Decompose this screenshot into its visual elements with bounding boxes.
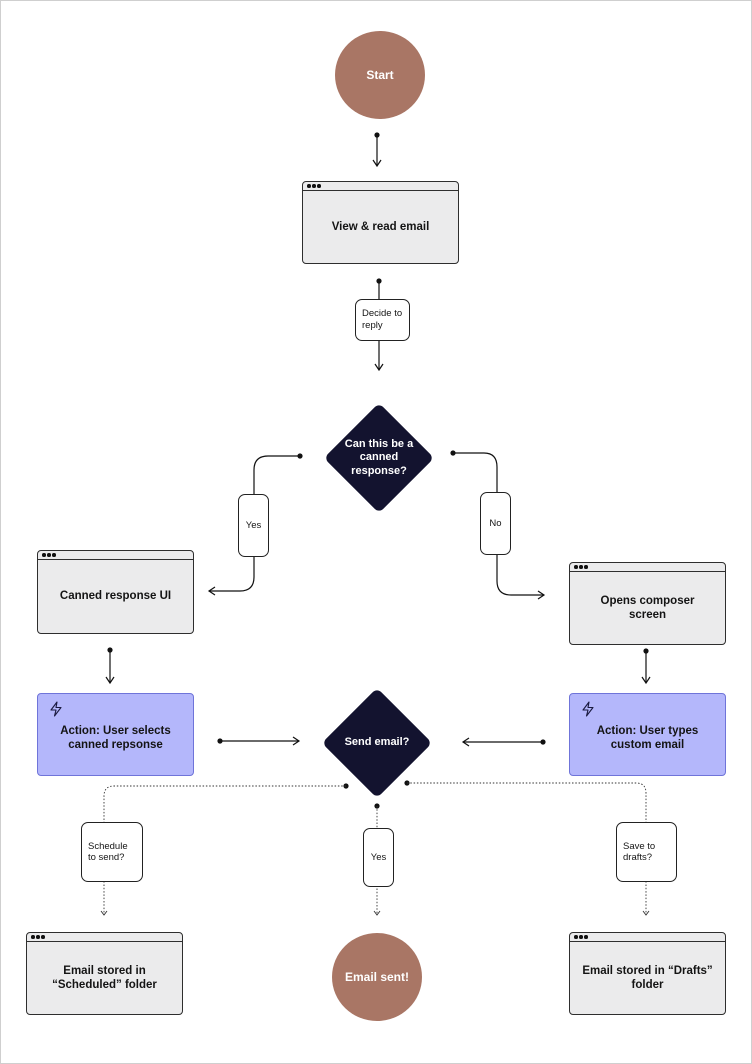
lightning-icon bbox=[582, 701, 594, 717]
yes-canned-label: Yes bbox=[238, 494, 269, 557]
scheduled-label: Email stored in “Scheduled” folder bbox=[52, 965, 157, 991]
window-dots-icon bbox=[574, 565, 588, 569]
start-node: Start bbox=[335, 31, 425, 119]
composer-label: Opens composer screen bbox=[600, 595, 695, 621]
action-canned-label: Action: User selects canned repsonse bbox=[60, 725, 171, 751]
canned-ui-node: Canned response UI bbox=[37, 550, 194, 634]
window-titlebar bbox=[27, 933, 182, 942]
save-drafts-label: Save to drafts? bbox=[616, 822, 677, 882]
schedule-label: Schedule to send? bbox=[81, 822, 143, 882]
action-custom-node: Action: User types custom email bbox=[569, 693, 726, 776]
window-dots-icon bbox=[31, 935, 45, 939]
canned-ui-label: Canned response UI bbox=[59, 590, 172, 603]
email-sent-node: Email sent! bbox=[332, 933, 422, 1021]
action-custom-label: Action: User types custom email bbox=[596, 725, 699, 751]
window-titlebar bbox=[570, 933, 725, 942]
edge-drafts bbox=[407, 782, 650, 916]
scheduled-node: Email stored in “Scheduled” folder bbox=[26, 932, 183, 1015]
view-email-label: View & read email bbox=[331, 220, 430, 233]
window-dots-icon bbox=[574, 935, 588, 939]
no-canned-label: No bbox=[480, 492, 511, 555]
decision-canned-label: Can this be a canned response? bbox=[344, 438, 414, 477]
yes-send-label: Yes bbox=[363, 828, 394, 887]
window-titlebar bbox=[38, 551, 193, 560]
view-email-node: View & read email bbox=[302, 181, 459, 264]
decision-canned-node: Can this be a canned response? bbox=[321, 402, 437, 514]
edge-schedule bbox=[100, 785, 346, 916]
decision-send-node: Send email? bbox=[319, 686, 435, 800]
decide-reply-label: Decide to reply bbox=[355, 299, 410, 341]
window-dots-icon bbox=[42, 553, 56, 557]
window-titlebar bbox=[303, 182, 458, 191]
drafts-node: Email stored in “Drafts” folder bbox=[569, 932, 726, 1015]
action-canned-node: Action: User selects canned repsonse bbox=[37, 693, 194, 776]
window-titlebar bbox=[570, 563, 725, 572]
decision-send-label: Send email? bbox=[344, 736, 410, 749]
drafts-label: Email stored in “Drafts” folder bbox=[582, 965, 713, 991]
lightning-icon bbox=[50, 701, 62, 717]
composer-node: Opens composer screen bbox=[569, 562, 726, 645]
window-dots-icon bbox=[307, 184, 321, 188]
